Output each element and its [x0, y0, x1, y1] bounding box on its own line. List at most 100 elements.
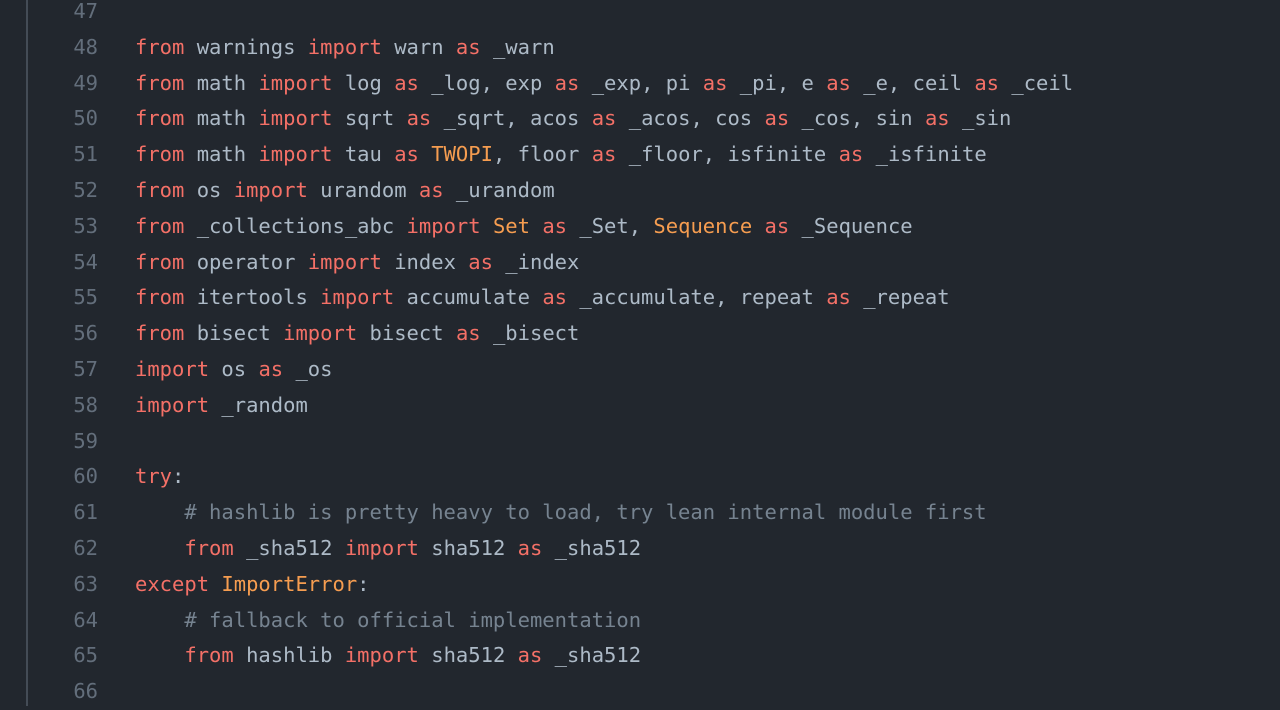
line-number[interactable]: 65 — [73, 643, 98, 668]
text-token: _collections_abc — [184, 213, 407, 238]
text-token: , floor — [492, 142, 592, 167]
code-line[interactable]: 66 — [0, 674, 1073, 710]
code-line[interactable]: 62 from _sha512 import sha512 as _sha512 — [0, 531, 1073, 567]
line-number[interactable]: 55 — [73, 285, 98, 310]
text-token: os — [184, 177, 234, 202]
text-token: math — [184, 70, 259, 95]
text-token: _os — [283, 356, 333, 381]
code-line[interactable]: 47 — [0, 0, 1073, 30]
keyword-token: import — [258, 106, 333, 131]
constant-token: TWOPI — [431, 142, 493, 167]
keyword-token: import — [135, 356, 210, 381]
code-line[interactable]: 61 # hashlib is pretty heavy to load, tr… — [0, 495, 1073, 531]
line-number[interactable]: 61 — [73, 500, 98, 525]
line-number[interactable]: 60 — [73, 464, 98, 489]
line-source: from hashlib import sha512 as _sha512 — [98, 638, 641, 674]
line-source: except ImportError: — [98, 567, 370, 603]
keyword-token: as — [838, 142, 864, 167]
keyword-token: from — [135, 321, 185, 346]
line-number[interactable]: 59 — [73, 428, 98, 453]
text-token: _e, ceil — [850, 70, 975, 95]
line-number[interactable]: 47 — [73, 0, 98, 23]
keyword-token: as — [542, 285, 567, 310]
line-number[interactable]: 64 — [73, 607, 98, 632]
keyword-token: as — [826, 70, 851, 95]
keyword-token: import — [258, 70, 333, 95]
keyword-token: import — [283, 321, 358, 346]
line-source — [98, 424, 135, 460]
line-number[interactable]: 52 — [73, 177, 98, 202]
line-source: try: — [98, 459, 184, 495]
code-line[interactable]: 65 from hashlib import sha512 as _sha512 — [0, 638, 1073, 674]
line-number[interactable]: 48 — [73, 34, 98, 59]
text-token — [530, 214, 542, 238]
code-line[interactable]: 64 # fallback to official implementation — [0, 603, 1073, 639]
comment-token: # fallback to official implementation — [184, 607, 642, 632]
text-token — [135, 536, 184, 560]
text-token — [209, 572, 221, 596]
keyword-token: import — [233, 177, 308, 202]
line-number[interactable]: 49 — [73, 70, 98, 95]
text-token: log — [332, 70, 395, 95]
text-token: index — [381, 249, 469, 274]
line-source: # fallback to official implementation — [98, 603, 641, 639]
text-token: _warn — [480, 34, 555, 59]
keyword-token: import — [344, 535, 419, 560]
text-token — [135, 500, 184, 524]
keyword-token: as — [394, 70, 419, 95]
line-number[interactable]: 54 — [73, 249, 98, 274]
line-number[interactable]: 50 — [73, 106, 98, 131]
line-number[interactable]: 66 — [73, 679, 98, 704]
line-number[interactable]: 51 — [73, 142, 98, 167]
text-token: math — [184, 106, 259, 131]
text-token: hashlib — [233, 643, 345, 668]
keyword-token: from — [135, 213, 185, 238]
text-token — [135, 643, 184, 667]
keyword-token: as — [455, 34, 481, 59]
line-source: from operator import index as _index — [98, 245, 579, 281]
keyword-token: from — [184, 643, 234, 668]
keyword-token: from — [184, 535, 234, 560]
text-token: _floor, isfinite — [616, 142, 839, 167]
line-number[interactable]: 57 — [73, 356, 98, 381]
keyword-token: as — [418, 177, 444, 202]
text-token: bisect — [184, 321, 284, 346]
text-token — [752, 214, 764, 238]
keyword-token: as — [517, 643, 543, 668]
line-source: from math import sqrt as _sqrt, acos as … — [98, 101, 1011, 137]
text-token: _ceil — [999, 70, 1074, 95]
text-token: _Sequence — [789, 213, 913, 238]
line-source: from itertools import accumulate as _acc… — [98, 280, 950, 316]
line-number[interactable]: 63 — [73, 571, 98, 596]
keyword-token: import — [320, 285, 395, 310]
keyword-token: import — [307, 249, 382, 274]
keyword-token: as — [591, 142, 617, 167]
line-number[interactable]: 58 — [73, 392, 98, 417]
text-token: _bisect — [480, 321, 580, 346]
line-number[interactable]: 56 — [73, 321, 98, 346]
line-number[interactable]: 62 — [73, 535, 98, 560]
text-token: _random — [209, 392, 308, 417]
text-token: : — [357, 571, 370, 596]
text-token: sha512 — [418, 535, 518, 560]
code-line[interactable]: 59 — [0, 424, 1073, 460]
comment-token: # hashlib is pretty heavy to load, try l… — [184, 500, 987, 525]
keyword-token: except — [135, 571, 210, 596]
text-token: urandom — [307, 177, 419, 202]
line-number[interactable]: 53 — [73, 213, 98, 238]
line-source: from math import log as _log, exp as _ex… — [98, 66, 1073, 102]
